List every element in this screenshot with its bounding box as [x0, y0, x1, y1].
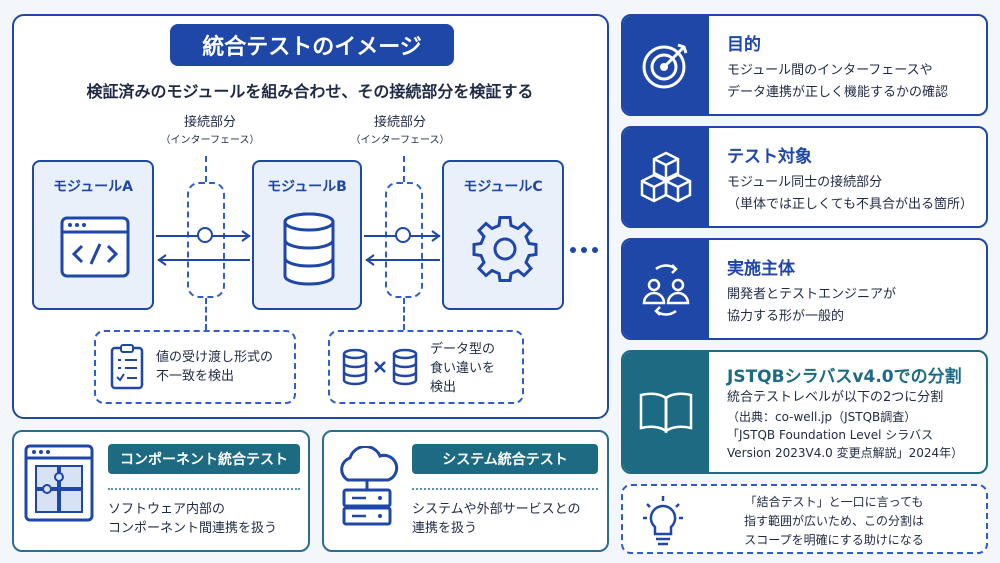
interface-column-2 — [385, 182, 423, 298]
lightbulb-icon — [643, 496, 683, 546]
card-jstqb: JSTQBシラバスv4.0での分割 統合テストレベルが以下の2つに分割 （出典：… — [621, 350, 988, 474]
card-icon-block — [623, 240, 709, 338]
connection-node-2 — [395, 227, 411, 243]
card-executor: 実施主体 開発者とテストエンジニアが 協力する形が一般的 — [621, 238, 988, 340]
interface-column-1 — [187, 182, 225, 298]
component-integration-panel: コンポーネント統合テスト ソフトウェア内部の コンポーネント間連携を扱う — [12, 430, 310, 552]
diagram-title: 統合テストのイメージ — [170, 24, 454, 66]
database-icon — [283, 212, 335, 286]
diagram-subtitle: 検証済みのモジュールを組み合わせ、その接続部分を検証する — [86, 82, 534, 101]
tip-box: 「結合テスト」と一口に言っても 指す範囲が広いため、この分割は スコープを明確に… — [621, 484, 988, 554]
card-test-target: テスト対象 モジュール同士の接続部分 （単体では正しくても不具合が出る箇所） — [621, 126, 988, 228]
tip-text: 「結合テスト」と一口に言っても 指す範囲が広いため、この分割は スコープを明確に… — [743, 495, 924, 547]
check-datatype-text: データ型の 食い違いを 検出 — [430, 342, 496, 395]
card-icon-block — [623, 128, 709, 226]
interface-connector-bottom-2 — [403, 298, 405, 330]
arrow-head-left-icon — [157, 254, 167, 266]
system-integration-panel: システム統合テスト システムや外部サービスとの 連携を扱う — [322, 430, 609, 552]
interface-connector-top-1 — [205, 156, 207, 182]
card-purpose-title: 目的 — [727, 35, 761, 55]
system-integration-title: システム統合テスト — [412, 444, 598, 474]
divider — [108, 488, 300, 490]
module-c-label: モジュールC — [463, 179, 543, 195]
component-integration-title: コンポーネント統合テスト — [108, 444, 300, 474]
card-icon-block — [623, 352, 709, 472]
arrow-head-right-icon — [241, 230, 251, 242]
gear-icon — [472, 216, 538, 282]
arrow-head-left-icon — [365, 254, 375, 266]
cloud-server-icon — [340, 446, 399, 526]
more-modules-ellipsis — [570, 238, 603, 257]
check-format-text: 値の受け渡し形式の 不一致を検出 — [156, 350, 274, 384]
module-b: モジュールB — [252, 160, 362, 310]
open-book-icon — [639, 392, 693, 434]
module-b-label: モジュールB — [267, 179, 347, 195]
check-box-format: 値の受け渡し形式の 不一致を検出 — [94, 330, 296, 404]
interface-connector-top-2 — [403, 156, 405, 182]
card-purpose: 目的 モジュール間のインターフェースや データ連携が正しく機能するかの確認 — [621, 14, 988, 116]
card-executor-title: 実施主体 — [727, 259, 795, 279]
arrow-b-to-a — [158, 259, 250, 261]
code-window-icon — [60, 216, 130, 278]
system-integration-text: システムや外部サービスとの 連携を扱う — [412, 502, 581, 536]
card-executor-body: 開発者とテストエンジニアが 協力する形が一般的 — [727, 287, 897, 324]
interface-label-1: 接続部分 （インターフェース） — [160, 115, 260, 146]
check-box-datatype: データ型の 食い違いを 検出 — [328, 330, 524, 404]
divider — [412, 488, 598, 490]
arrow-head-right-icon — [431, 230, 441, 242]
module-c: モジュールC — [442, 160, 564, 310]
interface-label-2: 接続部分 （インターフェース） — [350, 115, 450, 146]
card-icon-block — [623, 16, 709, 114]
connection-node-1 — [197, 227, 213, 243]
checklist-icon — [110, 344, 144, 390]
target-icon — [642, 43, 688, 89]
card-target-body: モジュール同士の接続部分 （単体では正しくても不具合が出る箇所） — [727, 175, 973, 212]
card-purpose-body: モジュール間のインターフェースや データ連携が正しく機能するかの確認 — [727, 63, 949, 100]
puzzle-window-icon — [24, 444, 94, 522]
module-a-label: モジュールA — [53, 179, 133, 195]
card-jstqb-body: 統合テストレベルが以下の2つに分割 （出典：co-well.jp（JSTQB調査… — [727, 390, 964, 460]
collaboration-icon — [642, 264, 690, 316]
module-a: モジュールA — [32, 160, 154, 310]
card-jstqb-title: JSTQBシラバスv4.0での分割 — [727, 367, 962, 387]
component-integration-text: ソフトウェア内部の コンポーネント間連携を扱う — [108, 502, 278, 536]
card-target-title: テスト対象 — [727, 147, 812, 167]
interface-connector-bottom-1 — [205, 298, 207, 330]
database-compare-icon — [342, 348, 418, 386]
arrow-c-to-b — [366, 259, 440, 261]
cubes-icon — [640, 151, 692, 203]
